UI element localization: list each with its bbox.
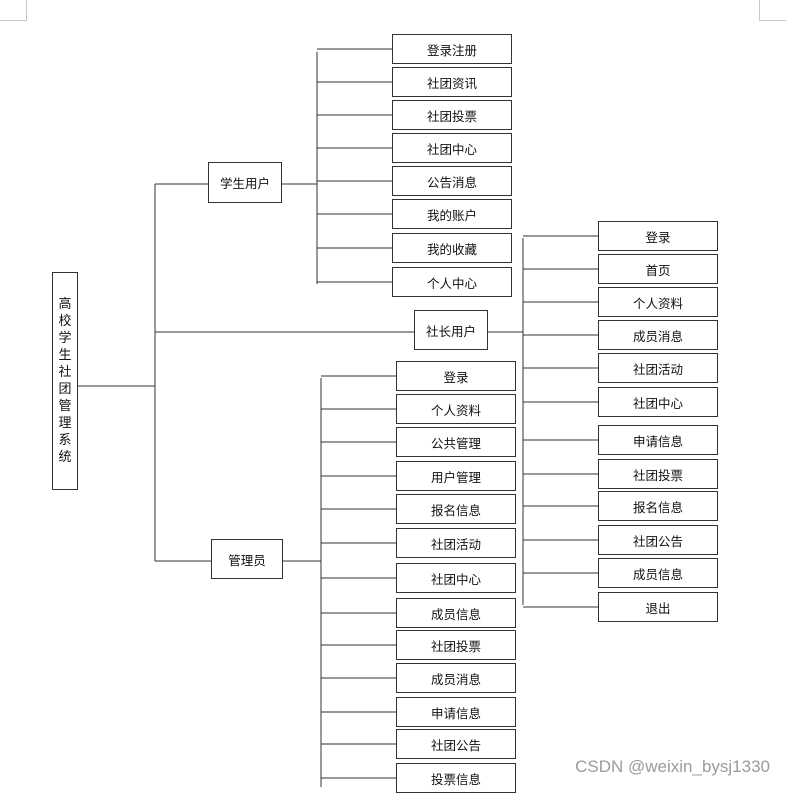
role-node-president: 社长用户 [414, 310, 488, 350]
root-node-char: 统 [58, 450, 72, 465]
admin-child-node: 用户管理 [396, 461, 516, 491]
admin-child-node: 社团活动 [396, 528, 516, 558]
root-node-char: 社 [58, 365, 72, 380]
admin-child-node: 成员消息 [396, 663, 516, 693]
root-node-char: 理 [58, 416, 72, 431]
president-child-node: 首页 [598, 254, 718, 284]
student-child-node: 社团资讯 [392, 67, 512, 97]
president-child-node: 登录 [598, 221, 718, 251]
admin-child-node: 社团投票 [396, 630, 516, 660]
president-child-node: 报名信息 [598, 491, 718, 521]
student-child-node: 我的账户 [392, 199, 512, 229]
admin-child-node: 个人资料 [396, 394, 516, 424]
role-node-admin: 管理员 [211, 539, 283, 579]
admin-child-node: 公共管理 [396, 427, 516, 457]
admin-child-node: 成员信息 [396, 598, 516, 628]
watermark-text: CSDN @weixin_bysj1330 [575, 757, 770, 776]
page-corner-right [759, 0, 786, 21]
student-child-node: 社团中心 [392, 133, 512, 163]
admin-child-node: 报名信息 [396, 494, 516, 524]
president-child-node: 社团中心 [598, 387, 718, 417]
root-node-char: 系 [58, 433, 72, 448]
admin-child-node: 登录 [396, 361, 516, 391]
root-node-char: 学 [58, 331, 72, 346]
student-child-node: 登录注册 [392, 34, 512, 64]
admin-child-node: 社团公告 [396, 729, 516, 759]
role-node-student: 学生用户 [208, 162, 282, 203]
president-child-node: 个人资料 [598, 287, 718, 317]
president-child-node: 成员信息 [598, 558, 718, 588]
root-node-char: 校 [58, 314, 72, 329]
page-corner-left [0, 0, 27, 21]
student-child-node: 个人中心 [392, 267, 512, 297]
root-node-char: 生 [58, 348, 72, 363]
admin-child-node: 申请信息 [396, 697, 516, 727]
student-child-node: 公告消息 [392, 166, 512, 196]
student-child-node: 社团投票 [392, 100, 512, 130]
admin-child-node: 投票信息 [396, 763, 516, 793]
root-node-system: 高校学生社团管理系统 [52, 272, 78, 490]
student-child-node: 我的收藏 [392, 233, 512, 263]
president-child-node: 社团公告 [598, 525, 718, 555]
admin-child-node: 社团中心 [396, 563, 516, 593]
president-child-node: 社团投票 [598, 459, 718, 489]
president-child-node: 成员消息 [598, 320, 718, 350]
president-child-node: 退出 [598, 592, 718, 622]
root-node-char: 高 [58, 297, 72, 312]
president-child-node: 申请信息 [598, 425, 718, 455]
root-node-char: 管 [58, 399, 72, 414]
root-node-char: 团 [58, 382, 72, 397]
president-child-node: 社团活动 [598, 353, 718, 383]
